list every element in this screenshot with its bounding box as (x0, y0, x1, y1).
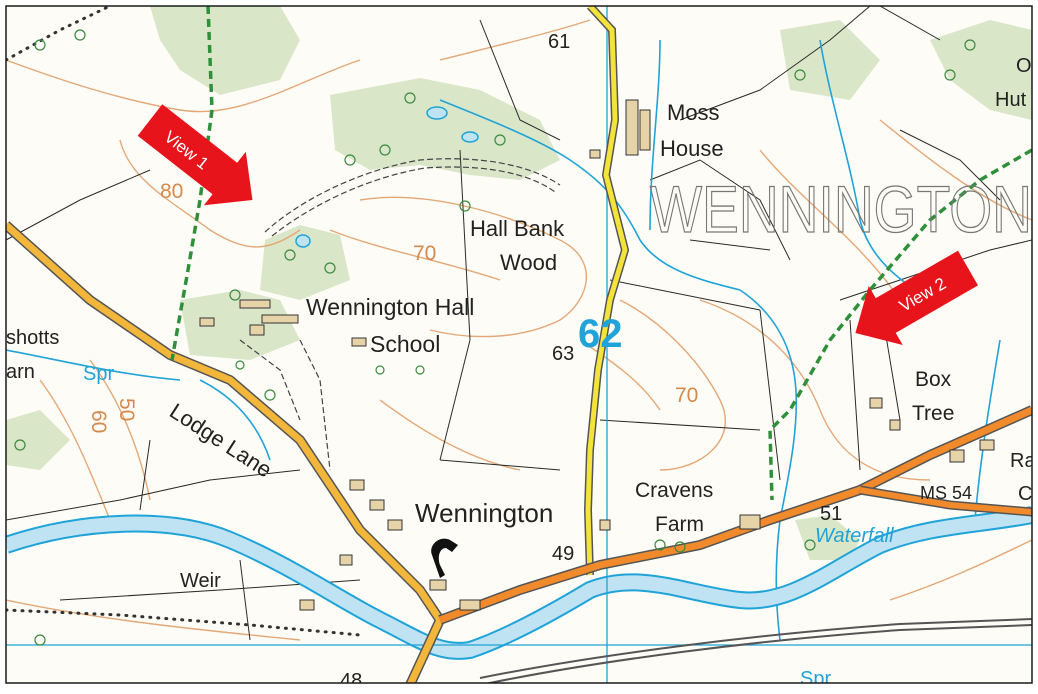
label-hut-o: O (1016, 55, 1032, 77)
label-house: House (660, 136, 724, 161)
height-49: 49 (552, 543, 574, 565)
water-labels: Spr Spr Waterfall (83, 363, 894, 689)
spot-heights: 61 63 49 51 48 (340, 31, 842, 689)
label-wennington-hall: Wennington Hall (306, 294, 474, 320)
label-school: School (370, 331, 440, 357)
telephone-icon (431, 538, 458, 578)
contour-labels: 80 70 70 60 50 (87, 180, 698, 433)
minor-road (583, 6, 630, 576)
footpaths (170, 6, 1032, 501)
river-wenning (6, 506, 1032, 660)
contour-70b: 70 (675, 384, 698, 407)
railway (479, 618, 1032, 683)
contour-60: 60 (87, 410, 110, 433)
height-61: 61 (548, 31, 570, 53)
label-weir: Weir (180, 570, 221, 592)
contour-70a: 70 (413, 242, 436, 265)
label-shotts: shotts (6, 327, 59, 349)
label-tree: Tree (912, 402, 954, 425)
label-c: C (1018, 483, 1032, 505)
b-road (6, 221, 1032, 683)
grid-number: 62 (578, 312, 623, 356)
contour-50: 50 (115, 398, 138, 421)
label-hut: Hut (995, 89, 1027, 111)
tracks (239, 158, 561, 471)
label-waterfall: Waterfall (815, 525, 894, 547)
field-boundaries (6, 6, 1032, 641)
label-farm: Farm (655, 513, 704, 536)
contour-lines (6, 19, 1032, 641)
label-spr-bottom: Spr (800, 668, 831, 689)
contour-80: 80 (160, 180, 183, 203)
village-label: WENNINGTON (650, 172, 1032, 246)
label-wennington: Wennington (415, 498, 553, 528)
height-63: 63 (552, 343, 574, 365)
label-hall-bank: Hall Bank (470, 216, 565, 241)
grid-lines (6, 6, 1032, 683)
parish-boundary (6, 6, 362, 637)
label-spr-left: Spr (83, 363, 114, 385)
label-arn: arn (6, 361, 35, 383)
ponds (295, 106, 479, 248)
height-51: 51 (820, 503, 842, 525)
label-wood: Wood (500, 250, 557, 275)
label-moss: Moss (667, 100, 720, 125)
label-box: Box (915, 368, 952, 391)
label-cravens: Cravens (635, 479, 713, 502)
tree-symbols (14, 29, 976, 646)
height-48: 48 (340, 670, 362, 689)
label-ms54: MS 54 (920, 483, 972, 503)
buildings (199, 99, 995, 611)
label-ra: Ra (1010, 450, 1036, 472)
